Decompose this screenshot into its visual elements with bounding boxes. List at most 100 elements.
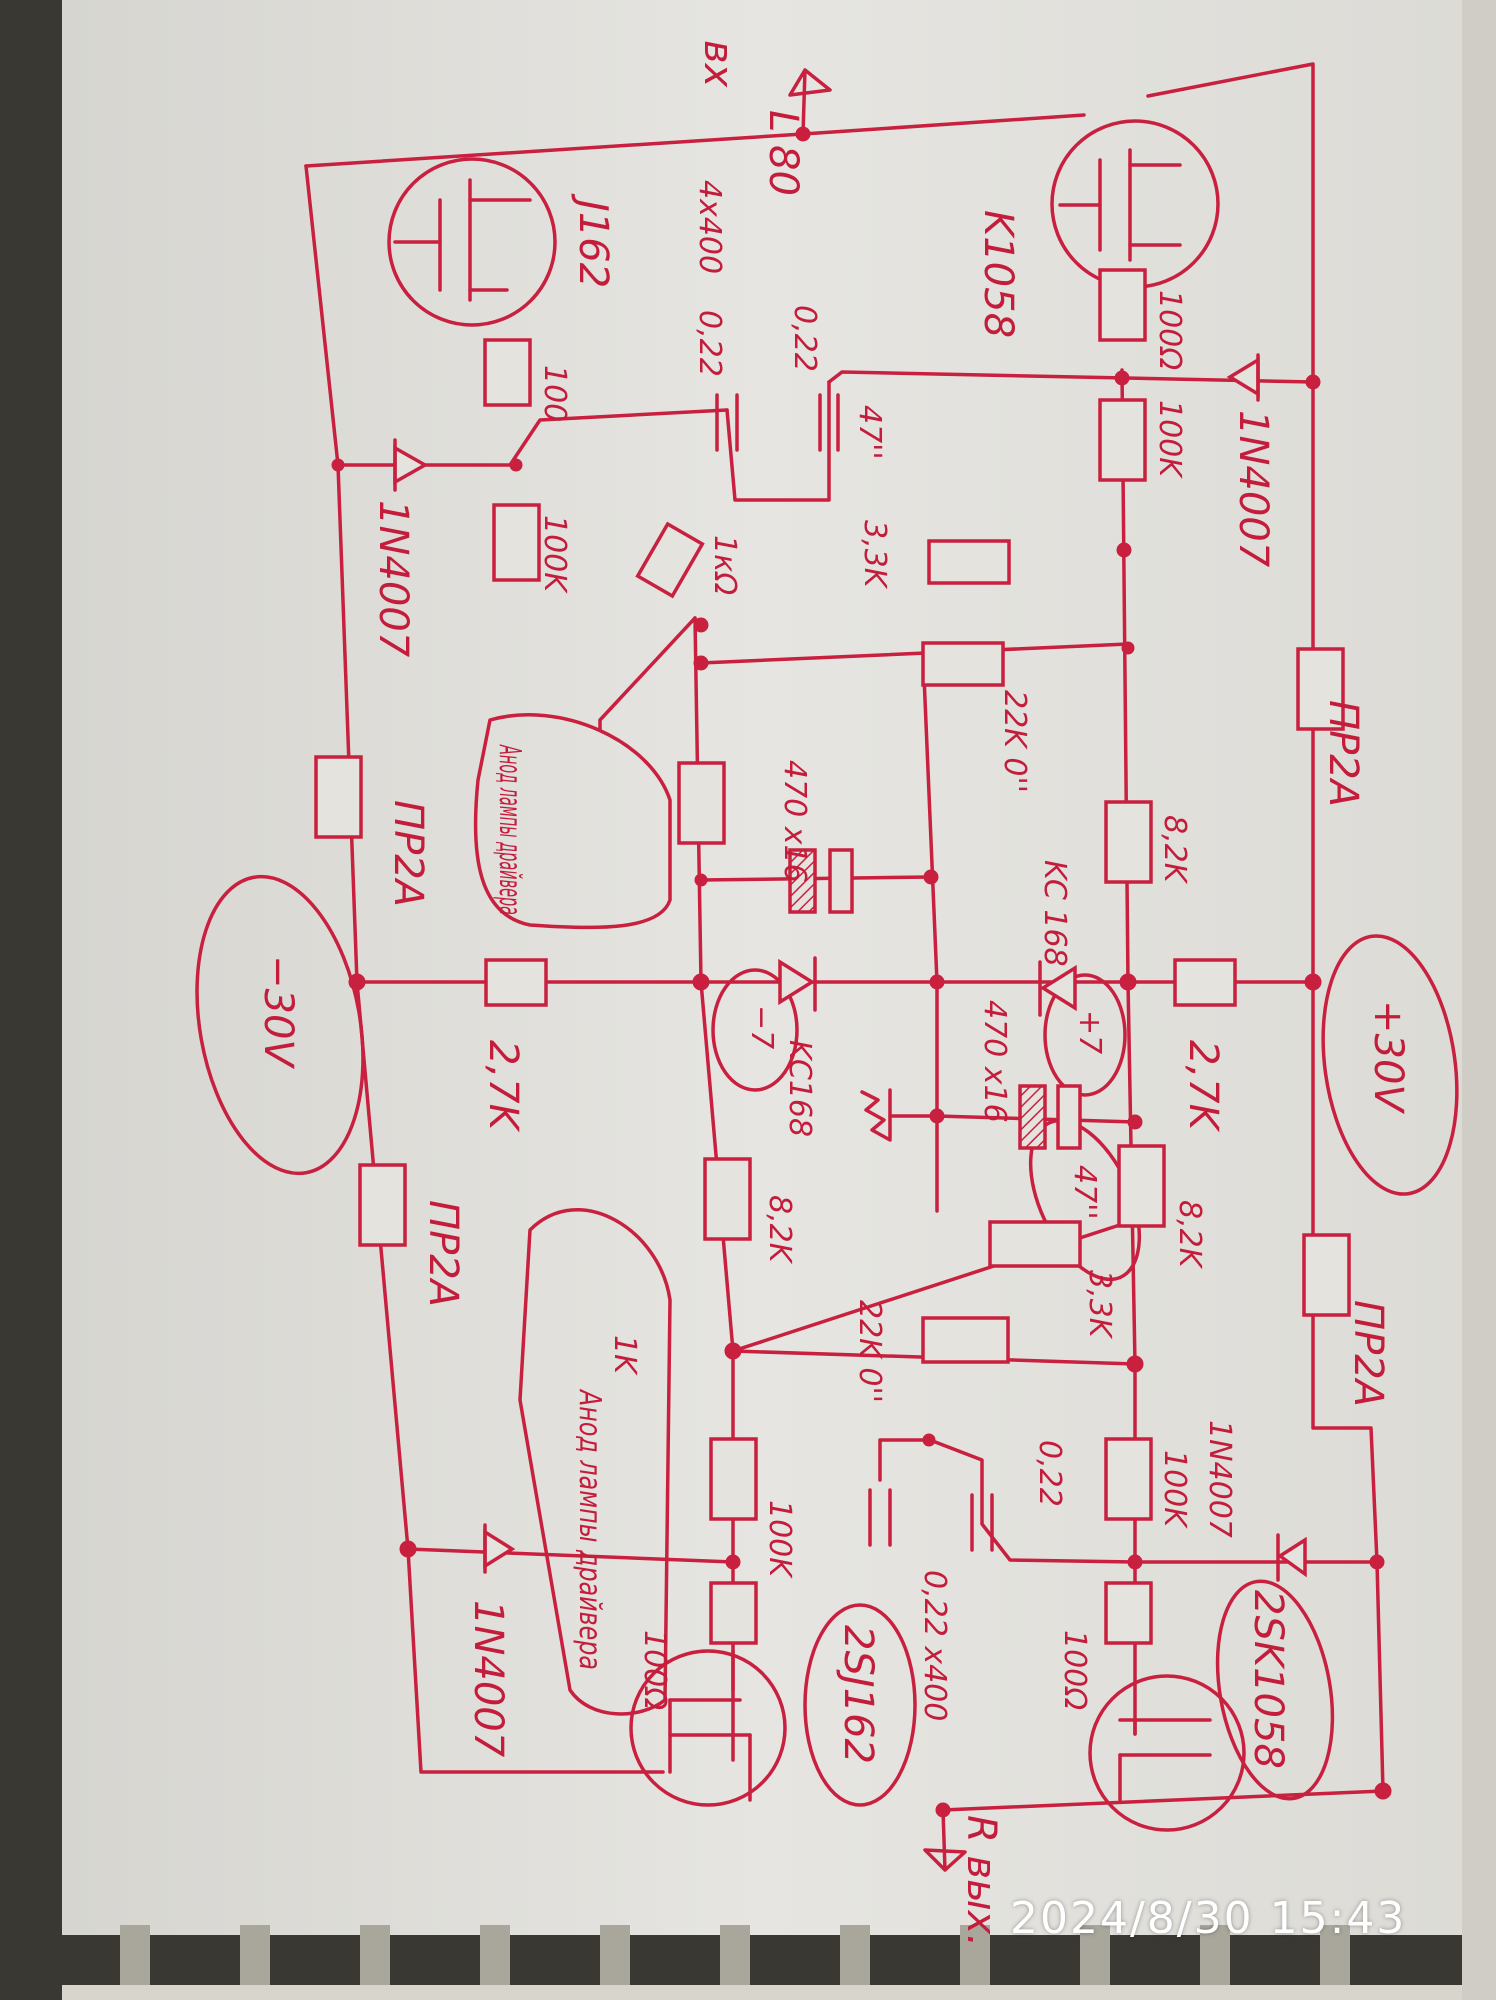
ground-symbol: [860, 1088, 892, 1142]
wire-input: [788, 68, 832, 136]
zener-diode: [778, 958, 816, 1006]
plus7-label: +7: [1072, 1010, 1107, 1054]
mosfet-top-n-label: K1058: [975, 210, 1021, 338]
r-bottom-33k-label: 3,3K: [1082, 1270, 1117, 1340]
resistor: [1098, 268, 1147, 342]
film-cap: [818, 393, 840, 452]
potentiometers: [921, 539, 1082, 1364]
capacitors: [715, 393, 1082, 1552]
resistor: [703, 1157, 752, 1241]
film-cap: [970, 1493, 994, 1552]
r-82k-1-label: 8,2K: [1157, 815, 1192, 885]
fuse: [314, 755, 363, 839]
fuse-3-label: ПР2А: [1320, 700, 1366, 807]
resistor: [709, 1581, 758, 1645]
positive-supply-oval: [1321, 934, 1459, 1196]
wire-output: [941, 1789, 1385, 1812]
resistors: [314, 268, 1351, 1645]
electrolytic-cap: [788, 848, 817, 914]
wire-negative-rail: [304, 164, 665, 1774]
cap-input-1-label: 0,22: [692, 310, 727, 377]
diodes: [393, 353, 1307, 1582]
resistor: [483, 338, 532, 407]
resistor: [484, 958, 548, 1007]
resistor: [1104, 800, 1153, 884]
note-bottom-r-label: 1K: [607, 1335, 642, 1376]
note-bottom-label: Анод лампы драйвера: [572, 1388, 607, 1670]
resistor: [1117, 1144, 1166, 1228]
pot-22k-top-label: 22K 0'': [997, 690, 1032, 793]
resistor: [1173, 958, 1237, 1007]
zener-bottom-label: KC168: [782, 1040, 817, 1137]
fuse: [1302, 1233, 1351, 1317]
junctions: [331, 126, 1392, 1818]
resistor-driver: [635, 521, 705, 599]
input-label: вх: [695, 40, 741, 88]
r-82k-3-label: 8,2K: [762, 1195, 797, 1265]
r-27k-right-label: 2,7K: [1180, 1040, 1226, 1133]
diode-top-right-label: 1N4007: [1230, 410, 1276, 568]
electrolytic-cap: [1018, 1084, 1047, 1150]
fuse-4-label: ПР2А: [1345, 1300, 1391, 1407]
note-bubble-bottom: [518, 1208, 672, 1716]
wire-top-bias: [827, 370, 1315, 384]
resistor: [1098, 398, 1147, 482]
minus7-label: −7: [744, 1005, 779, 1049]
wire-positive-rail: [1146, 62, 1385, 1793]
mosfet-top-p-label: J162: [570, 193, 616, 288]
r-gate-top-left-label: 100: [537, 365, 572, 422]
mosfet-label-oval-left: [803, 1603, 917, 1807]
negative-supply-label: −30V: [255, 955, 301, 1069]
r-82k-2-label: 8,2K: [1172, 1200, 1207, 1270]
resistor: [492, 503, 541, 582]
film-cap: [868, 1488, 892, 1547]
inductor-label: L 80: [760, 110, 806, 196]
r-gate-top-right-label: 100Ω: [1152, 290, 1187, 370]
r-27k-left-label: 2,7K: [480, 1040, 526, 1133]
resistor: [709, 1437, 758, 1521]
r-bottom-left-100k-label: 100K: [762, 1500, 797, 1579]
fuse: [1296, 647, 1345, 731]
wire-cap-pair-bottom: [878, 1438, 1137, 1564]
wire-output-arrow: [923, 1808, 967, 1872]
diode-bottom-left-label: 1N4007: [465, 1600, 511, 1758]
resistor: [1104, 1437, 1153, 1521]
elco-top-label: 470 x16: [777, 760, 812, 883]
positive-supply-label: +30V: [1365, 1000, 1411, 1114]
diode-1n4007: [1276, 1536, 1307, 1578]
cap-out-1-label: 0,22: [1032, 1440, 1067, 1507]
trimmer: [927, 539, 1011, 585]
wire-bottom-left: [406, 1547, 735, 1564]
spiral-holes: [120, 1925, 1350, 1985]
cap-out-rating-label: 0,22 x400: [917, 1570, 952, 1721]
negative-supply-oval: [195, 874, 365, 1176]
mosfet-bottom-n-label: 2SK1058: [1245, 1590, 1291, 1769]
minus7-bubble: [711, 968, 799, 1092]
cap-rating-top: 4x400: [692, 180, 727, 274]
note-top-label: Анод лампы драйвера: [492, 744, 527, 915]
zener-top-label: KC 168: [1037, 860, 1072, 967]
trim-bottom-label: 47'': [1067, 1165, 1102, 1220]
photo-timestamp: 2024/8/30 15:43: [1010, 1893, 1407, 1944]
mosfet-top-p-channel: [387, 157, 557, 327]
resistor: [1104, 1581, 1153, 1645]
trimmer: [988, 1220, 1082, 1268]
diode-bottom-right-label: 1N4007: [1202, 1420, 1237, 1538]
diode-top-left-label: 1N4007: [370, 500, 416, 658]
labels: вх L 80 4x400 0,22 0,22 K1058 J162 100Ω …: [255, 40, 1411, 1947]
wire-cap-pair: [725, 380, 831, 502]
r-1k-top-label: 1кΩ: [707, 535, 742, 595]
fuse: [358, 1163, 407, 1247]
elco-bottom-label: 470 x16: [977, 1000, 1012, 1123]
mosfets: [387, 119, 1246, 1832]
trimmer: [921, 641, 1005, 687]
electrolytic-cap: [828, 848, 854, 914]
pot-22k-bottom-label: 22K 0'': [852, 1300, 887, 1403]
electrolytic-cap: [1056, 1084, 1082, 1150]
zener-diode: [1039, 964, 1077, 1012]
r-bottom-right-100k-label: 100K: [1157, 1450, 1192, 1529]
output-label: R вых.: [958, 1815, 1004, 1947]
r-gate-bottom-left-label: 100Ω: [637, 1630, 672, 1710]
cap-input-2-label: 0,22: [787, 305, 822, 372]
